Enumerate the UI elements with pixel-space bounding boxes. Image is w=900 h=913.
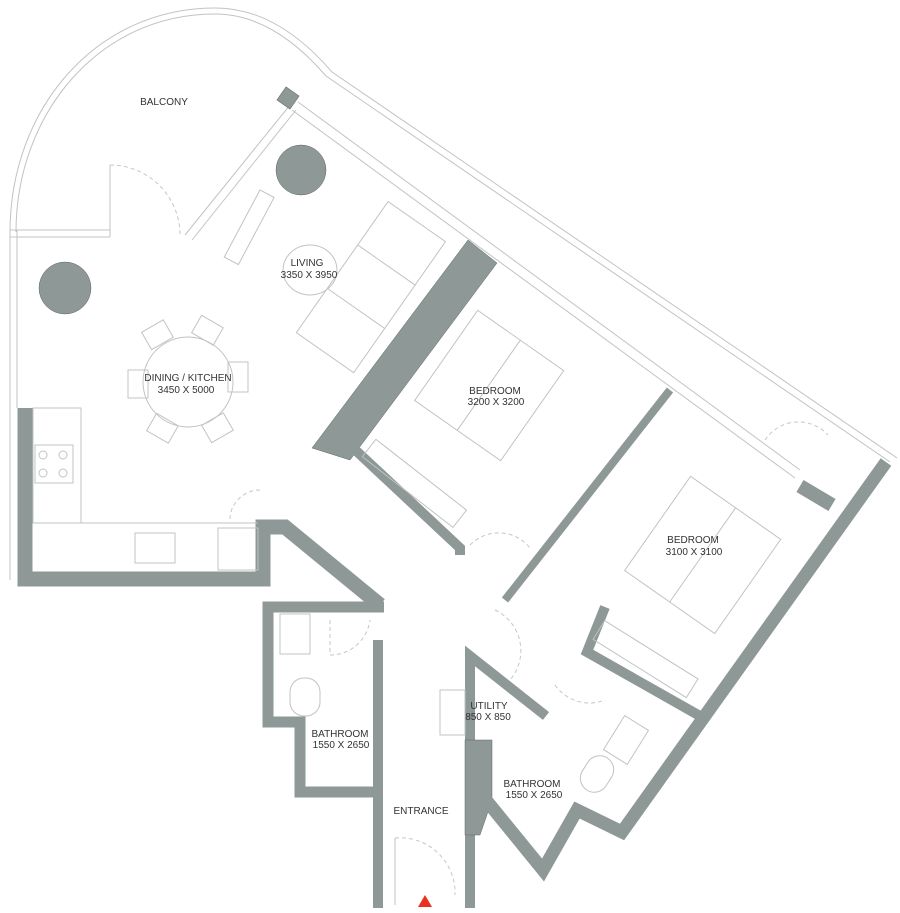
balcony-outline [9,7,898,463]
entrance-label: ENTRANCE [393,806,448,817]
dining-chairs [127,314,249,444]
sofa [295,200,447,374]
dining-size: 3450 X 5000 [158,385,215,396]
utility-label: UTILITY [470,701,508,712]
fridge [217,527,259,571]
bed-1 [413,309,565,462]
room-labels: BALCONY LIVING 3350 X 3950 DINING / KITC… [140,97,723,817]
bedroom2-label: BEDROOM [667,535,719,546]
window-glazing [9,101,801,580]
living-size: 3350 X 3950 [281,270,338,281]
living-label: LIVING [291,258,324,269]
balcony-label: BALCONY [140,97,188,108]
bathtub-2 [602,714,650,766]
bathroom2-size: 1550 X 2650 [506,790,563,801]
sink [134,532,176,564]
furniture [32,189,782,793]
kitchen-counter [32,407,82,524]
bathroom2-label: BATHROOM [503,779,560,790]
cooktop [34,444,74,484]
bedroom1-size: 3200 X 3200 [468,397,525,408]
bathroom1-size: 1550 X 2650 [313,740,370,751]
coffee-table [282,244,338,296]
bathtub-1 [279,613,311,655]
bed-2 [623,475,782,635]
utility-size: 850 X 850 [465,712,511,723]
tv-unit [223,189,275,266]
bathroom1-label: BATHROOM [311,729,368,740]
toilet-2 [579,755,615,793]
bedroom2-size: 3100 X 3100 [666,547,723,558]
toilet-1 [289,677,321,717]
entrance-marker-icon [418,895,432,907]
bedroom1-label: BEDROOM [469,386,521,397]
door-swings [229,421,829,905]
dining-table [142,336,234,428]
dining-label: DINING / KITCHEN [144,373,231,384]
wardrobe-1 [361,438,468,529]
walls [17,86,892,908]
wardrobe-2 [592,619,699,699]
